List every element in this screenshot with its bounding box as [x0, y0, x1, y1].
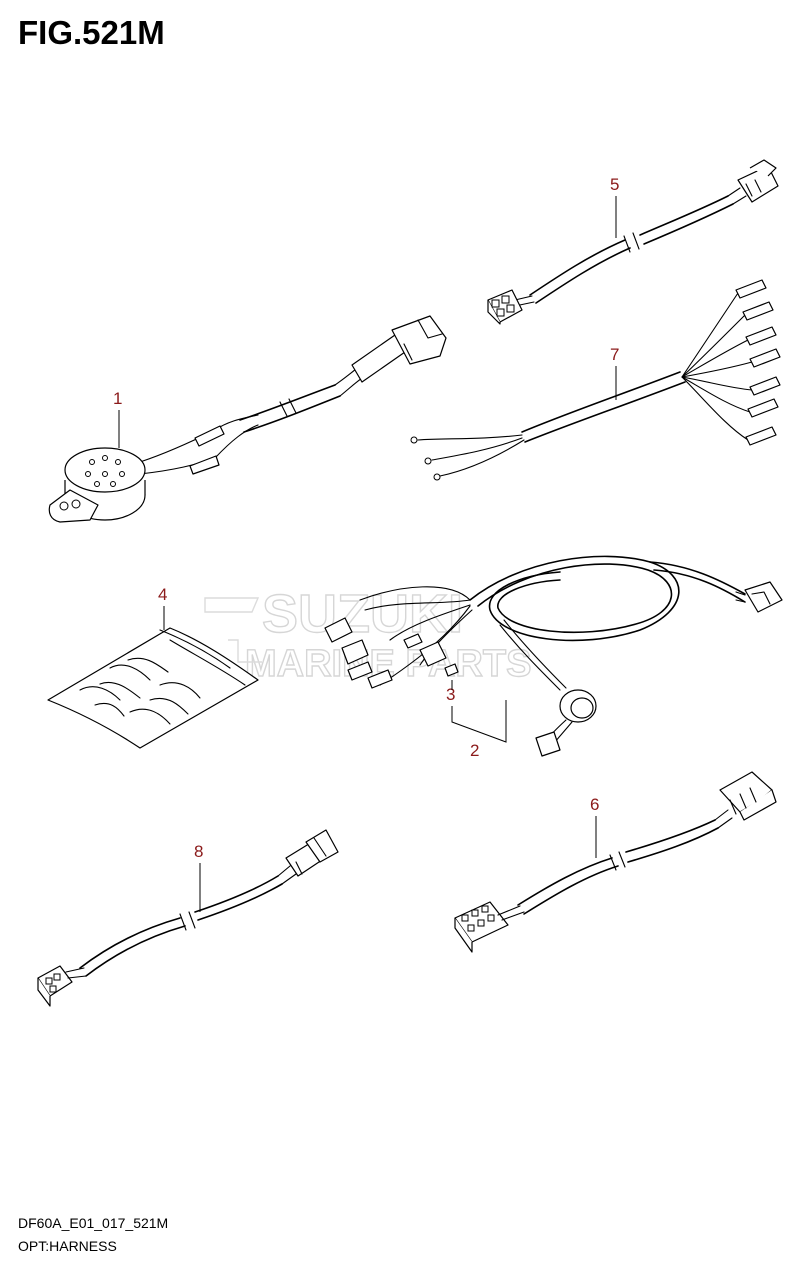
callout-1[interactable]: 1 — [113, 389, 122, 448]
callout-label-4: 4 — [158, 585, 167, 604]
callout-8[interactable]: 8 — [194, 842, 203, 912]
callout-label-3: 3 — [446, 685, 455, 704]
figure-title: FIG.521M — [18, 14, 165, 51]
callout-label-2: 2 — [470, 741, 479, 760]
part-7-harness[interactable] — [410, 279, 781, 481]
watermark-line-1: SUZUKI — [262, 584, 463, 644]
part-1-buzzer-harness[interactable] — [48, 315, 447, 523]
part-2-main-harness[interactable] — [324, 555, 783, 757]
callout-7[interactable]: 7 — [610, 345, 619, 400]
part-6-harness[interactable] — [454, 771, 777, 953]
callout-6[interactable]: 6 — [590, 795, 599, 858]
callout-label-7: 7 — [610, 345, 619, 364]
callout-label-8: 8 — [194, 842, 203, 861]
part-4-tie-bag[interactable] — [47, 627, 259, 749]
callout-2[interactable]: 2 — [451, 700, 507, 760]
model-code: DF60A_E01_017_521M — [18, 1215, 169, 1231]
callout-3[interactable]: 3 — [446, 680, 455, 704]
callout-label-6: 6 — [590, 795, 599, 814]
figure-description: OPT:HARNESS — [18, 1238, 117, 1254]
part-8-harness[interactable] — [37, 829, 339, 1007]
callout-label-5: 5 — [610, 175, 619, 194]
callout-5[interactable]: 5 — [610, 175, 619, 238]
callout-4[interactable]: 4 — [158, 585, 167, 630]
watermark: SUZUKI MARINE PARTS — [204, 583, 532, 686]
callout-label-1: 1 — [113, 389, 122, 408]
part-5-harness[interactable] — [487, 159, 779, 325]
